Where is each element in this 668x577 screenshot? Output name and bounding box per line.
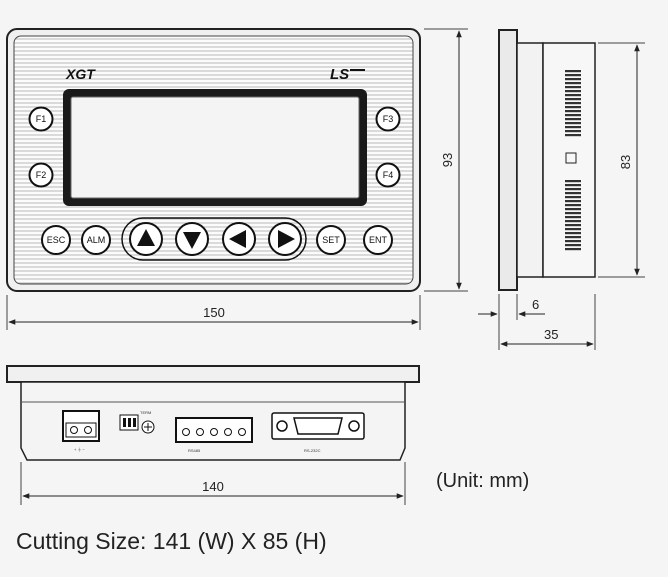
svg-text:F3: F3: [383, 114, 394, 124]
key-ent[interactable]: ENT: [363, 225, 393, 255]
cutting-size-note: Cutting Size: 141 (W) X 85 (H): [16, 528, 327, 554]
dim-150-label: 150: [203, 305, 225, 320]
brand-ls: LS: [330, 66, 349, 83]
bottom-bezel: [6, 365, 420, 383]
dsub-connector: RS-232C: [271, 412, 365, 453]
side-flange: [516, 42, 544, 278]
key-set[interactable]: SET: [316, 225, 346, 255]
key-alm[interactable]: ALM: [81, 225, 111, 255]
dim-83-label: 83: [618, 155, 633, 169]
dim-front-height: 93: [424, 28, 468, 292]
key-f2[interactable]: F2: [28, 162, 54, 188]
side-bezel: [498, 29, 518, 291]
front-view: XGT LS F1 F2 F3 F4 ESC ALM: [6, 28, 421, 292]
dim-140-label: 140: [202, 479, 224, 494]
svg-text:TERM: TERM: [140, 410, 151, 415]
dim-bottom-width: 140: [20, 462, 406, 505]
key-down[interactable]: [175, 222, 209, 256]
brand-xgt: XGT: [65, 66, 96, 82]
svg-text:SET: SET: [322, 235, 340, 245]
dim-side-depth-35: 35: [500, 294, 596, 350]
svg-text:RS485: RS485: [188, 448, 201, 453]
dim-6-label: 6: [532, 297, 539, 312]
key-f4[interactable]: F4: [375, 162, 401, 188]
key-f3[interactable]: F3: [375, 106, 401, 132]
arrow-right-icon: [278, 230, 295, 248]
key-left[interactable]: [222, 222, 256, 256]
dim-93-label: 93: [440, 153, 455, 167]
rs485-terminal: RS485: [175, 417, 253, 453]
key-right[interactable]: [268, 222, 302, 256]
svg-text:ESC: ESC: [47, 235, 66, 245]
svg-text:F1: F1: [36, 114, 47, 124]
bottom-view: + ⏚ − TERM RS485 RS-232C: [6, 365, 420, 461]
side-view: [498, 29, 596, 291]
svg-text:F4: F4: [383, 170, 394, 180]
dip-switch: TERM: [119, 410, 155, 434]
svg-text:ALM: ALM: [87, 235, 106, 245]
dim-35-label: 35: [544, 327, 558, 342]
lcd-screen: [70, 96, 360, 199]
arrow-up-icon: [137, 229, 155, 246]
dim-side-height: 83: [598, 42, 645, 278]
power-terminal: + ⏚ −: [62, 410, 100, 452]
key-up[interactable]: [129, 222, 163, 256]
arrow-down-icon: [183, 232, 201, 249]
dim-side-depth-6: 6: [478, 294, 545, 350]
svg-text:F2: F2: [36, 170, 47, 180]
key-esc[interactable]: ESC: [41, 225, 71, 255]
side-vent-bottom: [565, 180, 581, 251]
svg-text:RS-232C: RS-232C: [304, 448, 321, 453]
key-f1[interactable]: F1: [28, 106, 54, 132]
side-square-mark: [565, 152, 577, 164]
arrow-left-icon: [229, 230, 246, 248]
side-vent-top: [565, 70, 581, 137]
dim-front-width: 150: [6, 295, 421, 330]
svg-text:ENT: ENT: [369, 235, 388, 245]
unit-note: (Unit: mm): [436, 470, 530, 492]
arrow-key-group: [121, 217, 307, 261]
svg-text:+ ⏚ −: + ⏚ −: [74, 446, 86, 452]
